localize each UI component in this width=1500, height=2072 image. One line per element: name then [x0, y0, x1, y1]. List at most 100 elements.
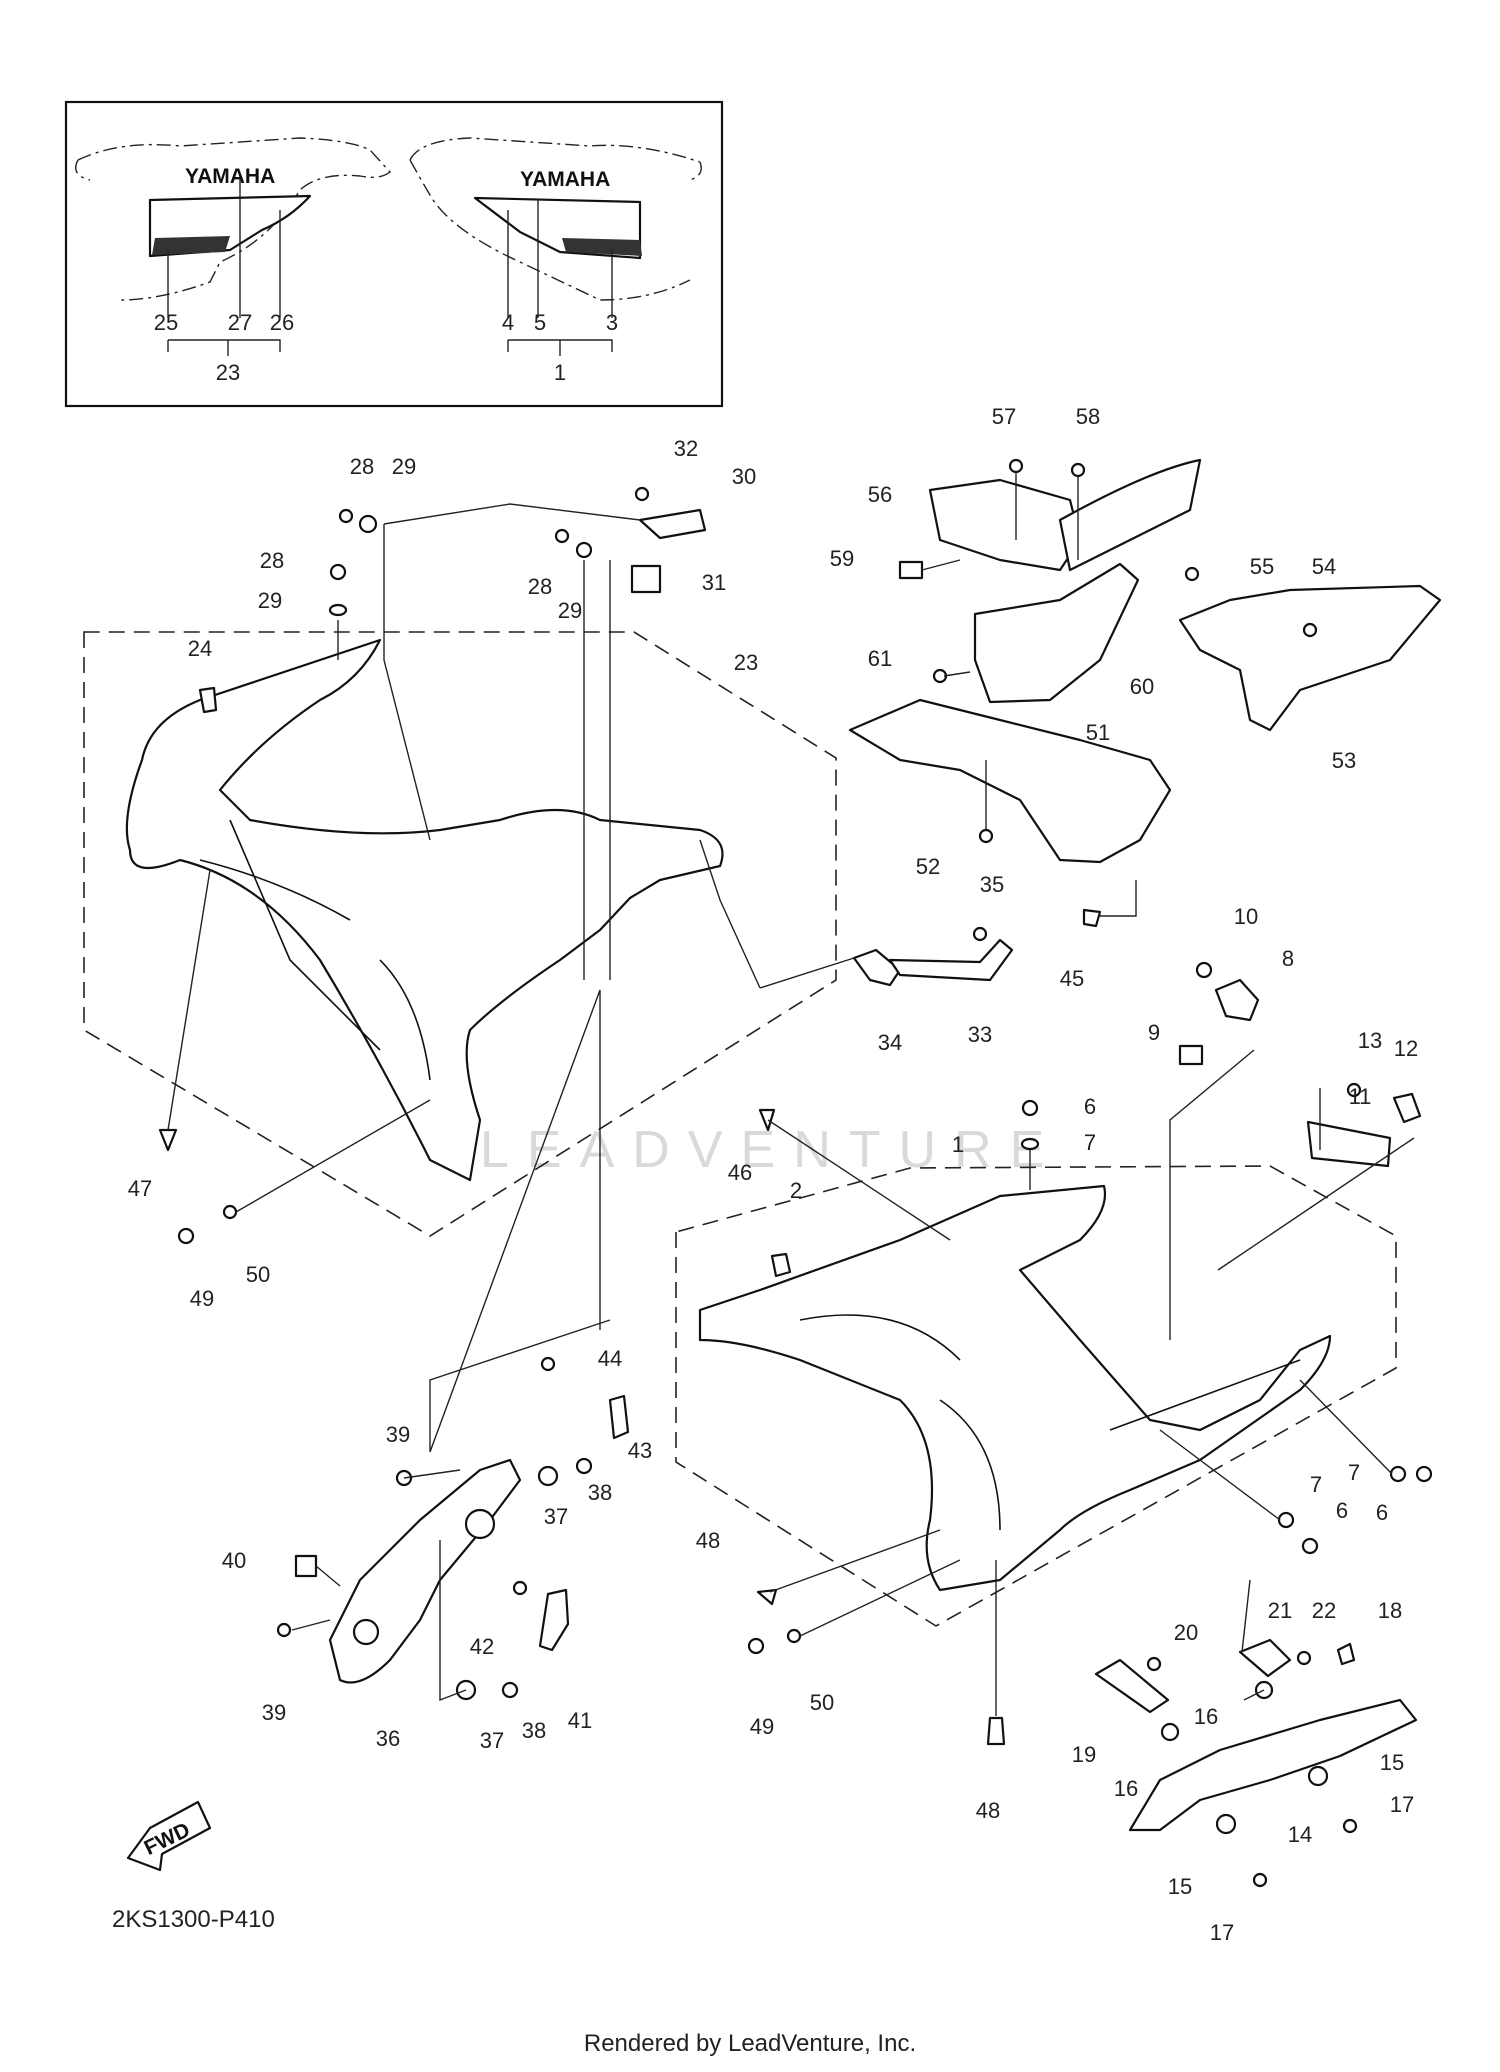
grommet-panel: [352, 1618, 380, 1646]
callout-42: 42: [470, 1634, 494, 1659]
bolt-32: [634, 486, 650, 502]
inset-logo-right: YAMAHA: [520, 168, 610, 191]
footer-credit: Rendered by LeadVenture, Inc.: [583, 2030, 917, 2057]
callout-30: 30: [732, 464, 756, 489]
bolt-18: [1336, 1642, 1356, 1666]
lower-left-panel-assembly: [276, 989, 630, 1702]
callout-23: 23: [216, 360, 240, 385]
callout-48: 48: [696, 1528, 720, 1553]
bracket-8: [1214, 978, 1260, 1022]
bolt-17-right: [1342, 1818, 1358, 1834]
callout-37: 37: [480, 1728, 504, 1753]
callout-41: 41: [568, 1708, 592, 1733]
inner-panels-leaders: [921, 472, 1137, 917]
left-cowl-leaders: [167, 503, 641, 1213]
callout-48: 48: [976, 1798, 1000, 1823]
bolt-28-right: [554, 528, 570, 544]
bolt-20: [1146, 1656, 1162, 1672]
bolt-6-top: [1021, 1099, 1039, 1117]
damper-15-right: [1307, 1765, 1329, 1787]
bracket-21: [1238, 1638, 1292, 1678]
callout-23: 23: [734, 650, 758, 675]
bolt-49-left: [177, 1227, 195, 1245]
screw-48-left: [756, 1588, 778, 1606]
callout-50: 50: [810, 1690, 834, 1715]
nut-37-top: [537, 1465, 559, 1487]
callout-31: 31: [702, 570, 726, 595]
callout-15: 15: [1380, 1750, 1404, 1775]
grommet-40: [294, 1554, 318, 1578]
bolt-6-right: [1415, 1465, 1433, 1483]
nut-38-top: [575, 1457, 593, 1475]
callout-58: 58: [1076, 404, 1100, 429]
lower-stay-assembly: [1094, 1579, 1418, 1888]
callout-36: 36: [376, 1726, 400, 1751]
bolt-49-right: [747, 1637, 765, 1655]
callout-29: 29: [258, 588, 282, 613]
callout-38: 38: [588, 1480, 612, 1505]
callout-60: 60: [1130, 674, 1154, 699]
washer-7-top: [1020, 1137, 1040, 1151]
bolt-22: [1296, 1650, 1312, 1666]
right-side-cowl-assembly: [675, 1099, 1433, 1746]
clip-2: [770, 1252, 792, 1278]
callout-28: 28: [528, 574, 552, 599]
callout-9: 9: [1148, 1020, 1160, 1045]
clip-58: [1070, 462, 1086, 478]
callout-40: 40: [222, 1548, 246, 1573]
screw-57: [1008, 458, 1024, 474]
callout-15: 15: [1168, 1874, 1192, 1899]
callout-17: 17: [1210, 1920, 1234, 1945]
grommet-37-top: [464, 1508, 496, 1540]
right-decal-lower: [562, 238, 642, 256]
callout-56: 56: [868, 482, 892, 507]
callout-37: 37: [544, 1504, 568, 1529]
washer-7-right: [1389, 1465, 1407, 1483]
screw-47: [158, 1128, 178, 1152]
bracket-43: [608, 1394, 630, 1440]
brackets-mid: [699, 839, 1422, 1340]
callout-57: 57: [992, 404, 1016, 429]
diagram-code: 2KS1300-P410: [112, 1906, 275, 1933]
callout-25: 25: [154, 310, 178, 335]
damper-15-left: [1215, 1813, 1237, 1835]
screw-55: [1184, 566, 1200, 582]
bolt-28-mid: [329, 563, 347, 581]
inset-left-leaders: [167, 178, 281, 356]
callout-39: 39: [262, 1700, 286, 1725]
decal-inset: YAMAHA YAMAHA: [64, 100, 724, 408]
bolt-13: [1346, 1082, 1362, 1098]
callout-29: 29: [558, 598, 582, 623]
inner-cover-56: [928, 478, 1082, 572]
callout-16: 16: [1194, 1704, 1218, 1729]
callout-43: 43: [628, 1438, 652, 1463]
callout-32: 32: [674, 436, 698, 461]
clip-52: [978, 828, 994, 844]
callout-55: 55: [1250, 554, 1274, 579]
callout-61: 61: [868, 646, 892, 671]
bracket-11: [1306, 1120, 1392, 1168]
lower-left-leaders: [291, 989, 611, 1702]
inset-frame: [64, 100, 724, 408]
callout-7: 7: [1084, 1130, 1096, 1155]
bolt-42: [512, 1580, 528, 1596]
right-cowl-group-box: [675, 1165, 1397, 1627]
forward-direction-arrow: FWD: [126, 1800, 212, 1872]
inner-panel-60: [973, 562, 1140, 704]
callout-49: 49: [190, 1286, 214, 1311]
callout-53: 53: [1332, 748, 1356, 773]
nut-31: [630, 564, 662, 594]
bracket-19: [1094, 1658, 1170, 1714]
callout-1: 1: [554, 360, 566, 385]
callout-22: 22: [1312, 1598, 1336, 1623]
callout-51: 51: [1086, 720, 1110, 745]
screw-45: [1082, 908, 1102, 928]
callout-49: 49: [750, 1714, 774, 1739]
washer-29-mid: [328, 603, 348, 617]
bolt-44: [540, 1356, 556, 1372]
callout-29: 29: [392, 454, 416, 479]
callout-20: 20: [1174, 1620, 1198, 1645]
callout-19: 19: [1072, 1742, 1096, 1767]
right-side-cowl-panel: [698, 1184, 1332, 1592]
watermark-text: LEADVENTURE: [480, 1121, 1063, 1179]
